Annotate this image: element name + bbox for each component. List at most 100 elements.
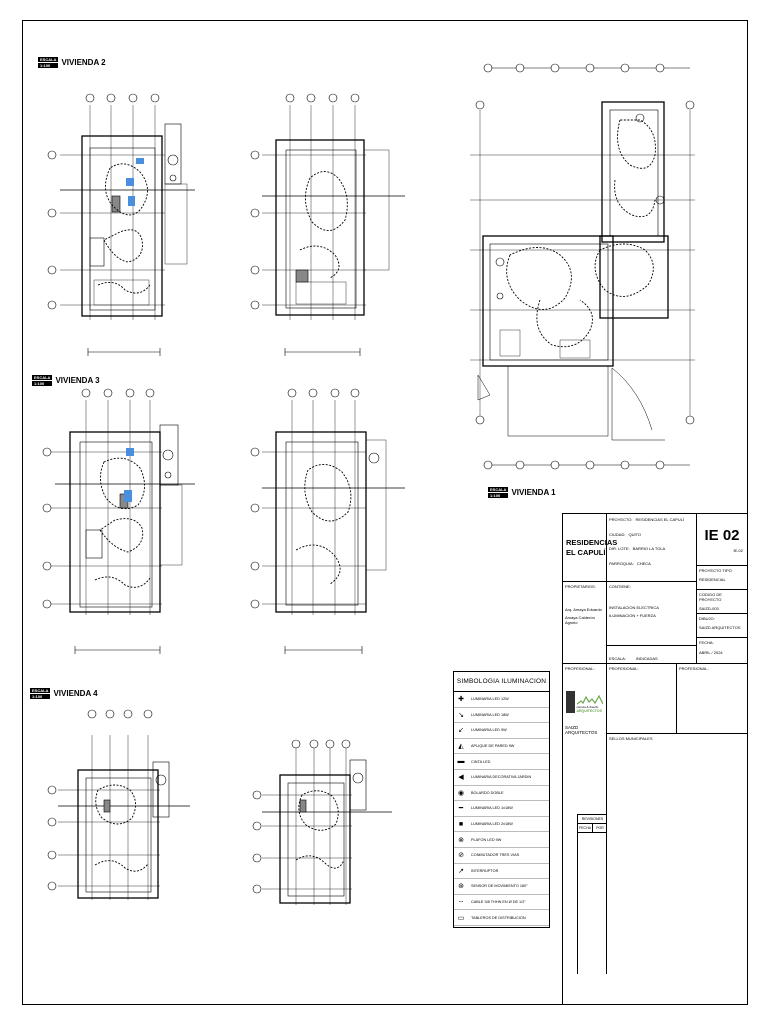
legend-title: SIMBOLOGIA ILUMINACION [454,672,549,692]
tipo-value: RESIDENCIAL [699,577,726,582]
dibujo-cell: DIBUJO: SAIZD ARQUITECTOS [697,614,747,638]
sellos-label: SELLOS MUNICIPALES [609,736,653,741]
garden-lamp-icon: ◀ [458,774,464,782]
circle-x-icon: ✚ [458,696,464,704]
escala-label: ESCALA: [609,656,626,661]
propietarios-label: PROPIETARIOS: [565,584,596,589]
escala-cell: ESCALA: INDICADAS [607,646,697,664]
project-info-cell: PROYECTO:RESIDENCIAS EL CAPULÍ CIUDAD:QU… [607,514,697,582]
arrow-icon: ↘ [458,711,464,719]
firm-tag: ARQUITECTOS [576,709,602,713]
legend-item: ◉ BOLARDO DOBLE [454,786,549,802]
fecha-value: ABRIL / 2024 [699,650,723,655]
dir-value: BARRIO LA TOLA [632,546,666,551]
dir-label: DIR. LOTE: [609,546,630,551]
firm-caption: ciencia & diseño [576,705,599,709]
legend-item-label: LUMINARIA DECORATIVA JARDIN [471,775,532,780]
legend-item-label: LUMINARIA LED 18W [471,712,509,717]
ciudad-label: CIUDAD: [609,532,626,537]
codigo-value: SAIZD-003 [699,606,719,611]
dibujo-label: DIBUJO: [699,616,715,621]
legend-item: ↘ LUMINARIA LED 18W [454,708,549,724]
plan-title-vivienda-4: ESCALA 1:100 VIVIENDA 4 [30,688,98,699]
profesional-label: PROFESIONAL: [565,666,595,671]
plafon-icon: ⊗ [458,836,464,844]
led-panel-icon: ■ [458,820,464,828]
profesional-cell-2: PROFESIONAL: [677,664,747,734]
lighting-legend: SIMBOLOGIA ILUMINACION ✚ LUMINARIA LED 12… [453,671,550,928]
plan-vivienda-4-ground [58,735,190,900]
legend-item-label: TABLEROS DE DISTRIBUCION [471,915,526,920]
profesional-cell: PROFESIONAL: [607,664,677,734]
parroquia-value: CHECA [636,561,651,566]
revisiones-cell: REVISIONES FECHA POR [577,814,607,974]
plan-vivienda-3-ground [50,400,195,654]
legend-item: ↙ LUMINARIA LED 9W [454,723,549,739]
legend-item-label: CONMUTADOR TRES VIAS [471,853,520,858]
fecha-cell: FECHA: ABRIL / 2024 [697,638,747,664]
contiene-label: CONTIENE: [609,584,631,589]
legend-item: ■ LUMINARIA LED 2x18W [454,817,549,833]
legend-item-label: INTERRUPTOR [471,868,499,873]
project-name: RESIDENCIAS EL CAPULÍ [566,537,618,557]
propietarios-cell: PROPIETARIOS: Arq. Amaya Eduardo Amaya C… [563,582,607,664]
legend-item-label: CABLE 3/8 THHN EN Ø DE 1/2" [471,900,526,905]
sensor-icon: ⊛ [458,883,464,891]
ciudad-value: QUITO [628,532,642,537]
legend-item-label: LUMINARIA LED 12W [471,697,509,702]
sheet-code-cell: IE 02 IE-02 [697,514,747,566]
legend-item: ◭ APLIQUE DE PARED 9W [454,739,549,755]
drawing-sheet-border [22,20,748,1005]
plan-vivienda-4-upper [262,740,392,905]
cable-icon: ┄ [458,899,464,907]
revisiones-label: REVISIONES [578,815,607,824]
tipo-cell: PROYECTO TIPO RESIDENCIAL [697,566,747,590]
dibujo-value: SAIZD ARQUITECTOS [699,625,741,630]
legend-item: ◀ LUMINARIA DECORATIVA JARDIN [454,770,549,786]
panel-icon: ▭ [457,914,465,922]
plan-label: VIVIENDA 2 [61,58,106,67]
legend-item: ┄ CABLE 3/8 THHN EN Ø DE 1/2" [454,895,549,911]
firm-logo-city-icon [576,694,603,705]
bollard-icon: ◉ [457,789,465,797]
legend-item: ━ LUMINARIA LED 1x18W [454,801,549,817]
legend-item: ▭ TABLEROS DE DISTRIBUCION [454,910,549,926]
proyecto-value: RESIDENCIAS EL CAPULÍ [635,517,685,522]
legend-item-label: SENSOR DE MOVIMIENTO 180° [471,884,528,889]
sheet-sub: IE-02 [733,547,743,553]
sellos-cell: SELLOS MUNICIPALES [607,734,747,824]
propietarios-value-2: Amaya Calderón Agnelo [565,615,595,625]
legend-item-label: APLIQUE DE PARED 9W [471,744,515,749]
wall-lamp-icon: ◭ [458,743,464,751]
sheet-code: IE 02 [704,526,740,544]
legend-item-label: BOLARDO DOBLE [471,790,504,795]
plan-vivienda-2-ground [60,105,195,356]
contiene-value-1: INSTALACION ELECTRICA [609,605,659,610]
propietarios-value-1: Arq. Amaya Eduardo [565,607,602,612]
firm-name: SAIZD ARQUITECTOS [565,725,598,735]
firm-logo: ciencia & diseño ARQUITECTOS [565,689,604,713]
switch-icon: ⊘ [458,852,464,860]
title-block: RESIDENCIAS EL CAPULÍ PROYECTO:RESIDENCI… [562,513,748,1005]
legend-item-label: CINTA LED [471,759,491,764]
firm-logo-mark [565,691,575,713]
plan-title-vivienda-2: ESCALA 1:100 VIVIENDA 2 [38,57,106,68]
legend-item: ▬CINTA LED [454,754,549,770]
legend-item-label: LUMINARIA LED 9W [471,728,507,733]
proyecto-label: PROYECTO: [609,517,633,522]
plan-vivienda-3-upper [262,400,405,654]
legend-item-label: LUMINARIA LED 1x18W [471,806,513,811]
parroquia-label: PARROQUIA: [609,561,634,566]
rev-fecha-label: FECHA [578,824,593,832]
legend-item: ⊗PLAFON LED 9W [454,832,549,848]
legend-item: ⊘ CONMUTADOR TRES VIAS [454,848,549,864]
legend-item: ✚ LUMINARIA LED 12W [454,692,549,708]
tipo-label: PROYECTO TIPO [699,568,732,573]
legend-item-label: LUMINARIA LED 2x18W [471,822,513,827]
arrow-icon: ↙ [458,727,464,735]
plan-title-vivienda-3: ESCALA 1:100 VIVIENDA 3 [32,375,100,386]
led-bar-icon: ━ [458,805,464,813]
legend-rows: ✚ LUMINARIA LED 12W ↘ LUMINARIA LED 18W ↙ LUM… [454,692,549,926]
legend-item: ⊛ SENSOR DE MOVIMIENTO 180° [454,879,549,895]
